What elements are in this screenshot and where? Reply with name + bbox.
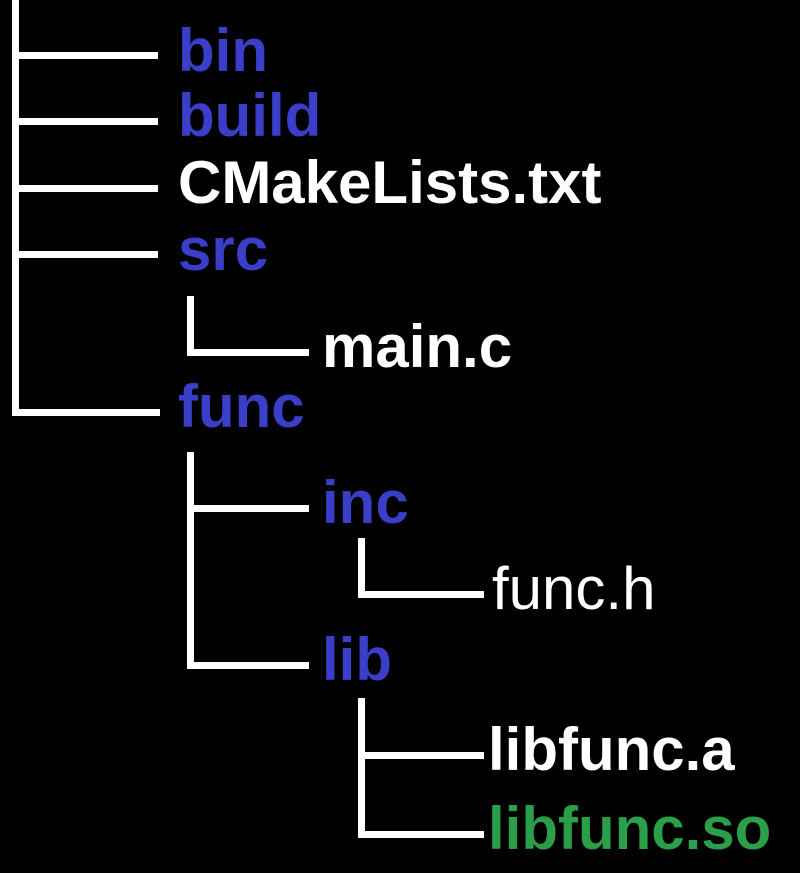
branch-line-func-h [358, 591, 484, 598]
branch-line-build [12, 118, 158, 125]
branch-line-main-c [187, 349, 309, 356]
branch-line-inc [187, 505, 309, 512]
tree-node-inc: inc [322, 469, 409, 536]
branch-line-src [12, 251, 158, 258]
tree-node-src: src [178, 216, 269, 283]
branch-line-libfunc-a [358, 752, 484, 759]
branch-line-bin [12, 52, 158, 59]
branch-line-func [12, 409, 160, 416]
branch-line-cmakelists [12, 185, 158, 192]
trunk-line-func-children [187, 452, 194, 669]
trunk-line-inc-children [358, 538, 365, 598]
tree-node-func-h: func.h [492, 555, 656, 622]
tree-node-libfunc-so: libfunc.so [488, 795, 772, 862]
branch-line-libfunc-so [358, 831, 484, 838]
tree-trunk-line [12, 0, 19, 416]
trunk-line-lib-children [358, 698, 365, 838]
tree-node-func: func [178, 373, 305, 440]
tree-node-build: build [178, 82, 322, 149]
tree-node-cmakelists: CMakeLists.txt [178, 149, 602, 216]
tree-node-libfunc-a: libfunc.a [488, 716, 735, 783]
tree-node-lib: lib [322, 626, 392, 693]
trunk-line-src-children [187, 296, 194, 356]
branch-line-lib [187, 662, 309, 669]
tree-node-main-c: main.c [322, 313, 513, 380]
tree-node-bin: bin [178, 17, 268, 84]
